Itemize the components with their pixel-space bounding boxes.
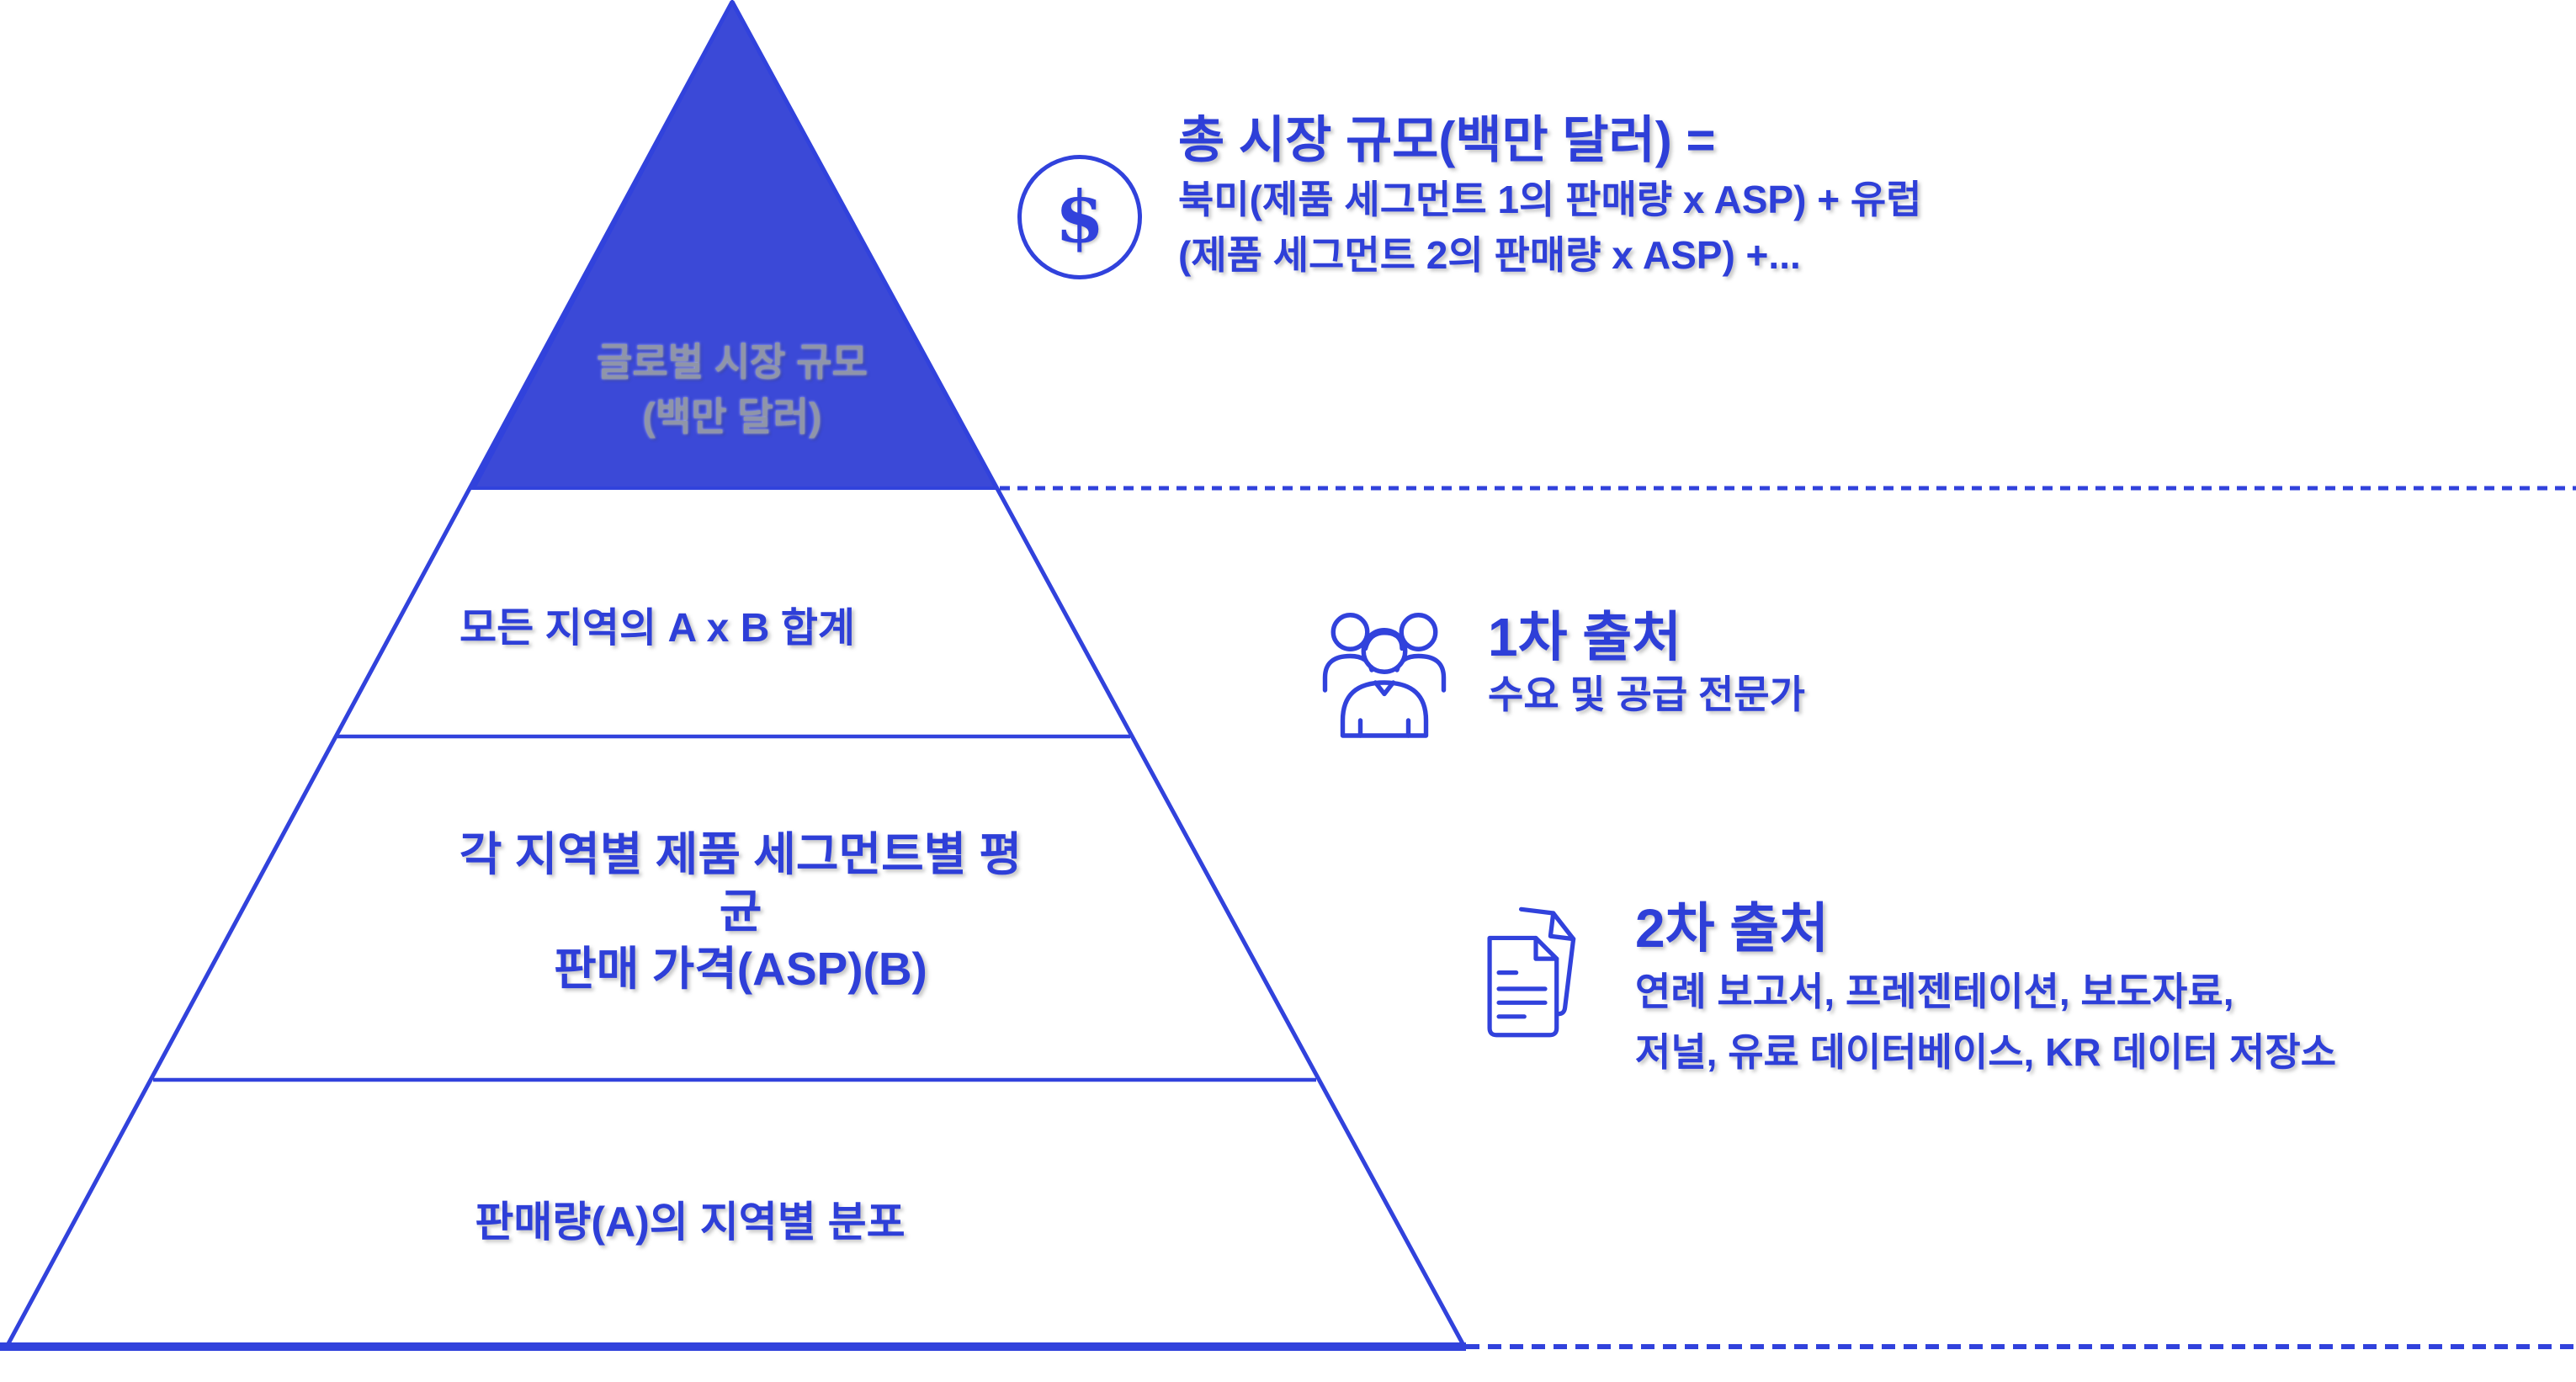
level-1-line-1: 글로벌 시장 규모 [597,340,868,384]
pyramid-level-4-label: 판매량(A)의 지역별 분포 [438,1195,943,1249]
dollar-symbol: $ [1054,175,1105,258]
secondary-sources-line-1: 연례 보고서, 프레젠테이션, 보도자료, [1635,970,2234,1013]
market-size-title: 총 시장 규모(백만 달러) = [1178,112,1716,168]
level-2-line-1: 모든 지역의 A x B 합계 [459,606,856,651]
level-1-line-2: (백만 달러) [642,395,822,439]
secondary-sources-title: 2차 출처 [1635,898,1830,959]
level-4-line-1: 판매량(A)의 지역별 분포 [475,1199,906,1246]
people-group-icon [1322,613,1447,738]
level-3-line-2: 판매 가격(ASP)(B) [554,943,927,995]
primary-sources-title: 1차 출처 [1488,607,1682,667]
market-size-formula-line-1: 북미(제품 세그먼트 1의 판매량 x ASP) + 유럽 [1178,178,1922,221]
pyramid-outline [4,0,1467,1348]
secondary-sources-description: 연례 보고서, 프레젠테이션, 보도자료, 저널, 유료 데이터베이스, KR … [1635,961,2336,1082]
market-size-formula-line-2: (제품 세그먼트 2의 판매량 x ASP) +... [1178,233,1801,277]
documents-icon [1487,906,1576,1038]
level-3-line-1: 각 지역별 제품 세그먼트별 평균 [459,828,1022,938]
market-size-formula: 북미(제품 세그먼트 1의 판매량 x ASP) + 유럽 (제품 세그먼트 2… [1178,172,1921,283]
pyramid-level-1-label: 글로벌 시장 규모 (백만 달러) [480,335,985,444]
dollar-circle-icon: $ [1017,155,1142,279]
pyramid-level-2-label: 모든 지역의 A x B 합계 [405,601,910,656]
pyramid-level-3-label: 각 지역별 제품 세그먼트별 평균 판매 가격(ASP)(B) [446,826,1035,997]
secondary-sources-line-2: 저널, 유료 데이터베이스, KR 데이터 저장소 [1635,1030,2337,1074]
primary-sources-description: 수요 및 공급 전문가 [1488,672,1805,716]
